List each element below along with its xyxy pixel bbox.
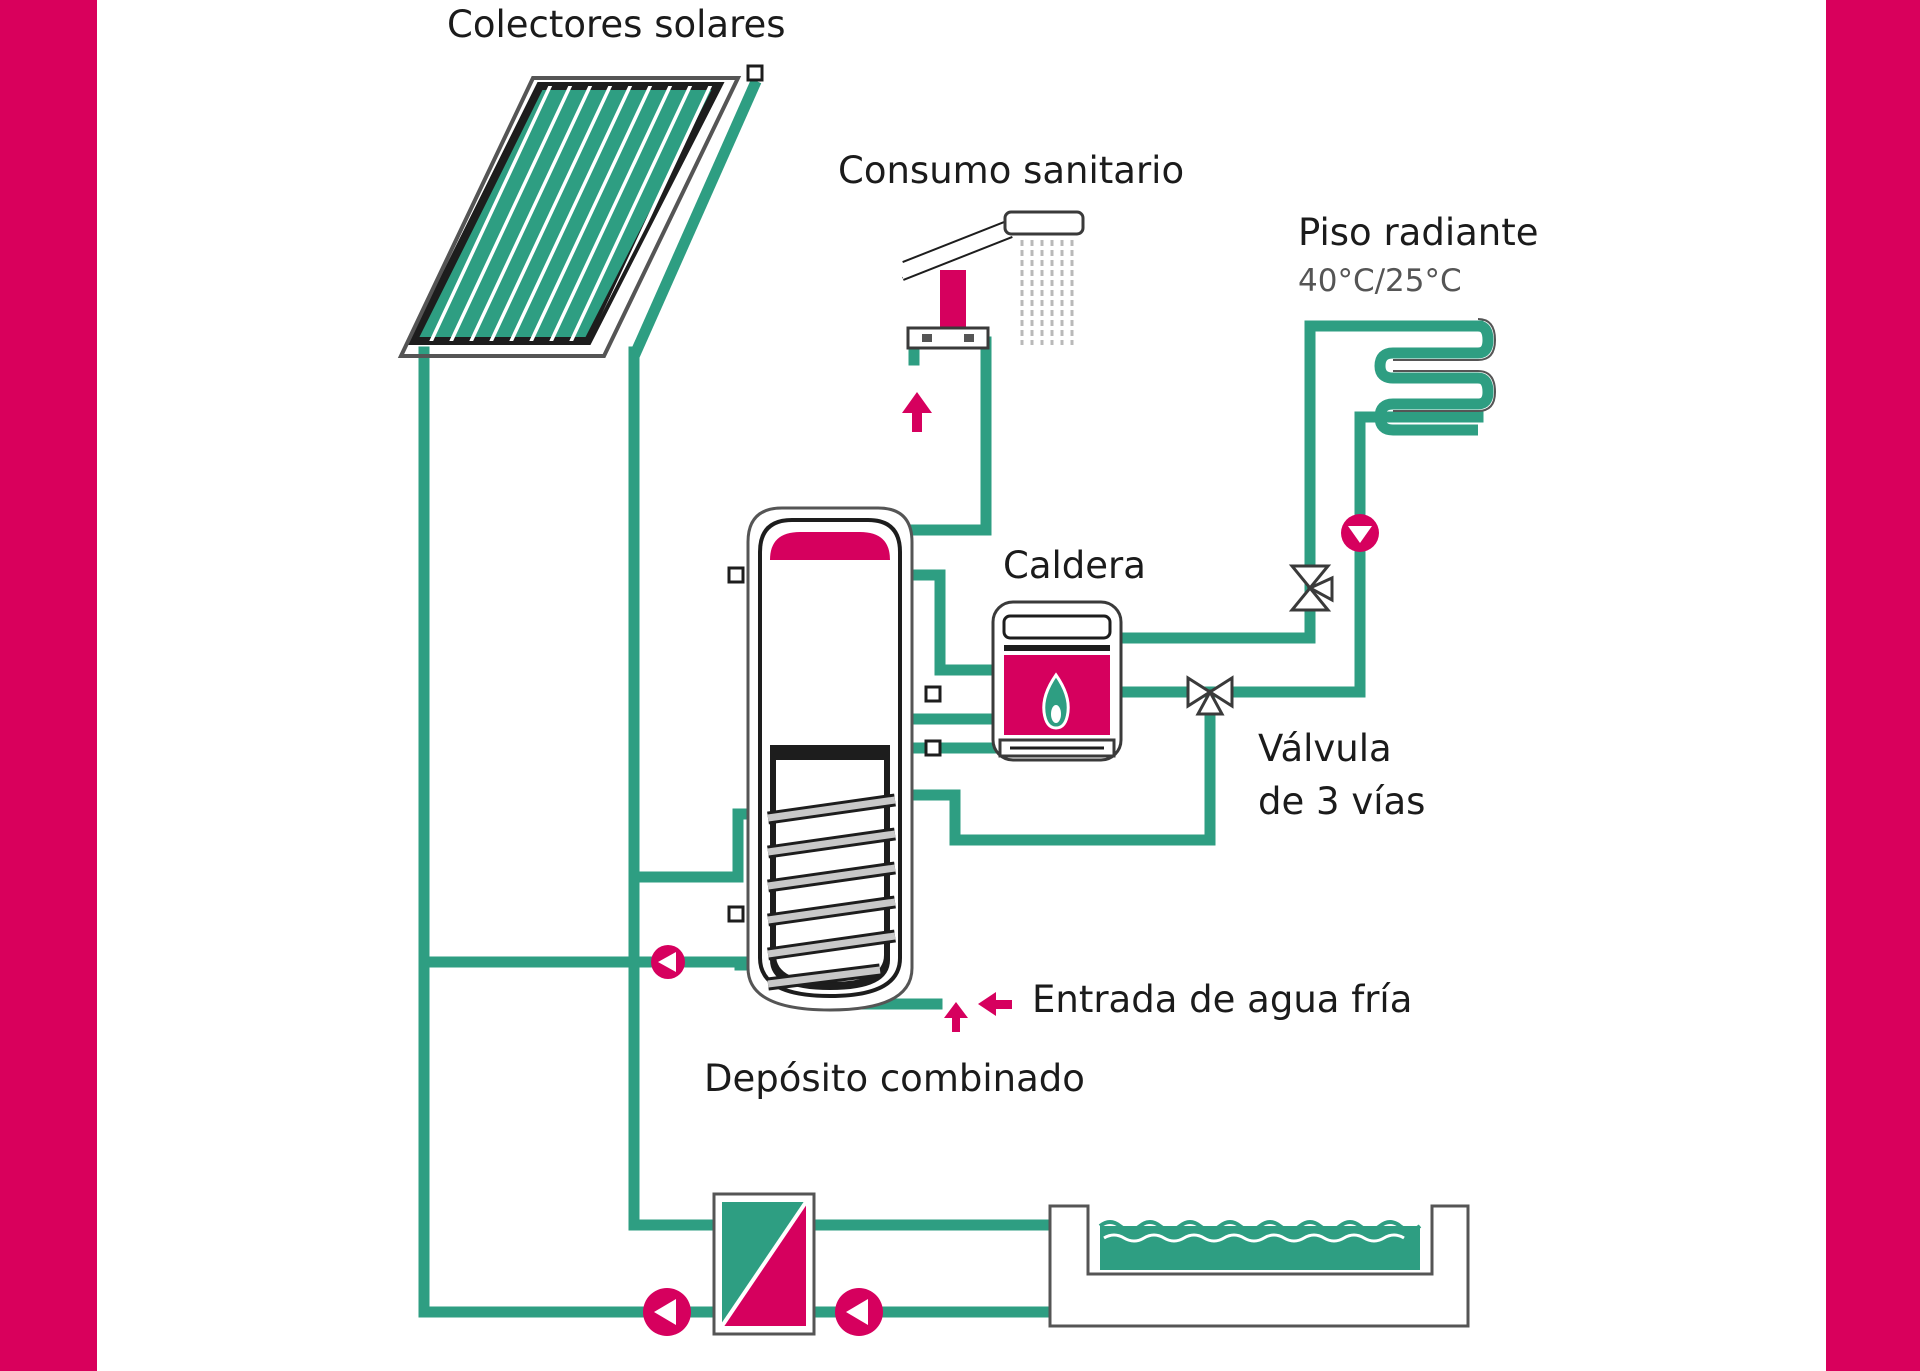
valve-label-line1: Válvula [1258, 727, 1392, 770]
sanitary-label: Consumo sanitario [838, 149, 1185, 192]
arrow-up-icon-cold-water [944, 1002, 968, 1032]
valve-label-line2: de 3 vías [1258, 780, 1426, 823]
heat-exchanger-icon [712, 1192, 816, 1336]
pump-icon-collector-return [643, 1288, 691, 1336]
cold-water-label: Entrada de agua fría [1032, 978, 1413, 1021]
pump-icon-solar [651, 945, 685, 979]
shower-icon [902, 210, 1085, 350]
pool-icon [1048, 1204, 1470, 1328]
tank-coil [767, 793, 896, 991]
combined-tank-icon [727, 506, 942, 1012]
three-way-valve-icon [1186, 675, 1234, 716]
boiler-label: Caldera [1003, 544, 1146, 587]
floor-coil-icon [1374, 318, 1497, 436]
floor-label: Piso radiante [1298, 211, 1539, 254]
collectors-label: Colectores solares [447, 3, 786, 46]
arrow-up-icon-sanitary [902, 392, 932, 432]
boiler-flame-icon [991, 600, 1123, 762]
tank-label: Depósito combinado [704, 1057, 1085, 1100]
floor-mixing-valve-icon [1288, 564, 1334, 612]
solar-collector-icon [397, 64, 764, 358]
floor-temp-label: 40°C/25°C [1298, 263, 1462, 299]
white-panel [97, 0, 1826, 1371]
pump-icon-floor [1341, 514, 1379, 552]
pump-icon-pool-return [835, 1288, 883, 1336]
arrow-left-icon-cold-water [978, 992, 1012, 1016]
